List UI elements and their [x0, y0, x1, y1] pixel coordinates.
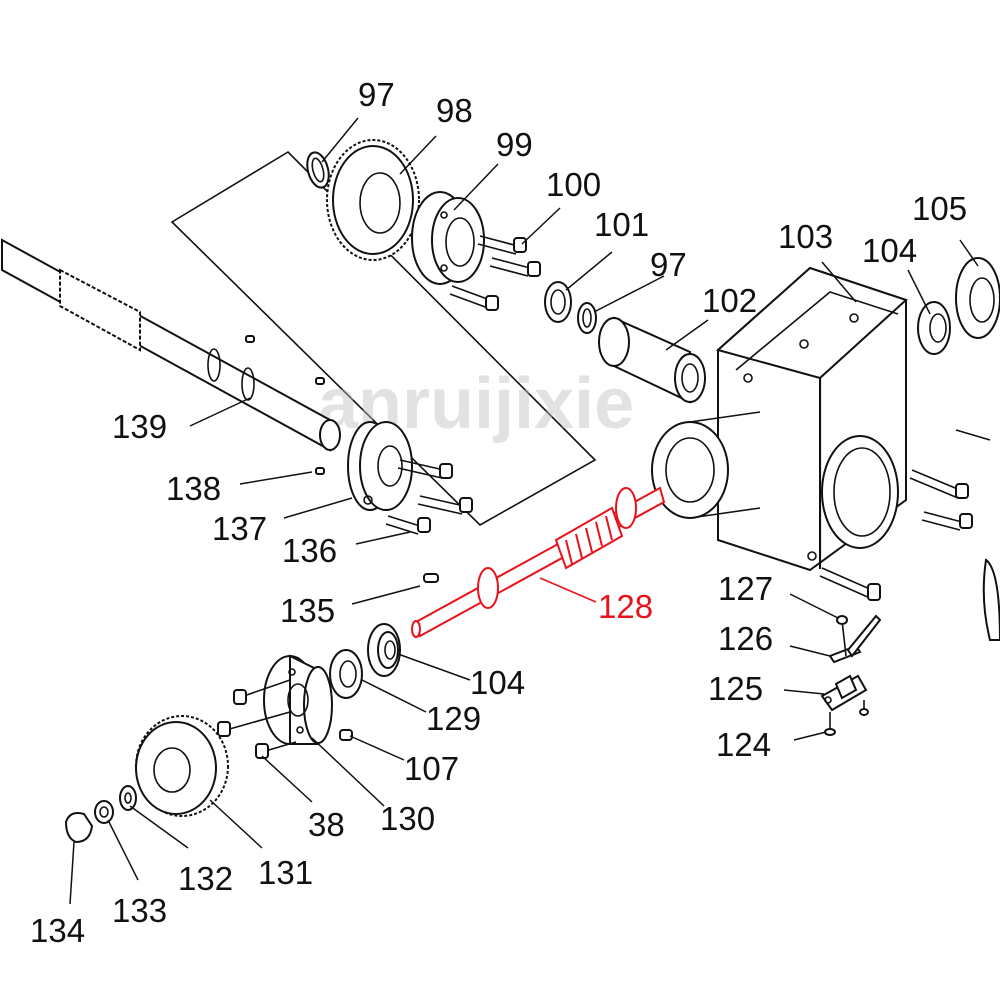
label-131: 131 — [258, 854, 313, 891]
shaft-139 — [1, 238, 341, 475]
screws-38 — [217, 679, 297, 759]
handwheel-131 — [135, 715, 229, 817]
label-97-lower: 97 — [650, 246, 687, 283]
label-124: 124 — [716, 726, 771, 763]
label-126: 126 — [718, 620, 773, 657]
screws-housing-right — [909, 429, 1000, 641]
label-101: 101 — [594, 206, 649, 243]
label-98: 98 — [436, 92, 473, 129]
housing-103 — [651, 266, 908, 572]
label-102: 102 — [702, 282, 757, 319]
flange-130 — [263, 654, 333, 745]
label-139: 139 — [112, 408, 167, 445]
screw-127 — [836, 615, 848, 657]
label-132: 132 — [178, 860, 233, 897]
flange-105 — [955, 257, 1000, 339]
screws-136 — [385, 459, 473, 535]
cap-134 — [64, 812, 94, 844]
worm-shaft-128 — [411, 486, 666, 638]
washer-132 — [119, 785, 137, 811]
washer-101 — [544, 281, 572, 323]
label-127: 127 — [718, 570, 773, 607]
leader-lines — [69, 117, 979, 905]
label-100: 100 — [546, 166, 601, 203]
label-134: 134 — [30, 912, 85, 949]
screw-housing-bottom — [819, 567, 881, 601]
label-104-lower: 104 — [470, 664, 525, 701]
spacer-129 — [329, 649, 363, 699]
nut-133 — [94, 800, 114, 824]
label-128: 128 — [598, 588, 653, 625]
label-130: 130 — [380, 800, 435, 837]
label-105: 105 — [912, 190, 967, 227]
label-133: 133 — [112, 892, 167, 929]
label-136: 136 — [282, 532, 337, 569]
assembly-frame — [170, 150, 597, 526]
bearing-104-upper — [917, 301, 951, 355]
label-103: 103 — [778, 218, 833, 255]
label-129: 129 — [426, 700, 481, 737]
label-104-upper: 104 — [862, 232, 917, 269]
label-107: 107 — [404, 750, 459, 787]
key-135 — [423, 573, 439, 583]
flange-137 — [347, 421, 413, 511]
label-99: 99 — [496, 126, 533, 163]
part-labels: 97 98 99 100 101 97 102 103 104 105 139 … — [30, 76, 967, 949]
label-97: 97 — [358, 76, 395, 113]
label-135: 135 — [280, 592, 335, 629]
bushing-102 — [598, 316, 706, 404]
label-125: 125 — [708, 670, 763, 707]
bearing-104-lower — [367, 623, 401, 677]
label-38: 38 — [308, 806, 345, 843]
bracket-125 — [820, 674, 868, 712]
circlip-97-lower — [577, 302, 597, 334]
screws-100 — [449, 235, 541, 311]
gear-98 — [326, 139, 420, 261]
label-138: 138 — [166, 470, 221, 507]
label-137: 137 — [212, 510, 267, 547]
set-screw-107 — [339, 729, 353, 741]
flange-99 — [411, 191, 485, 285]
